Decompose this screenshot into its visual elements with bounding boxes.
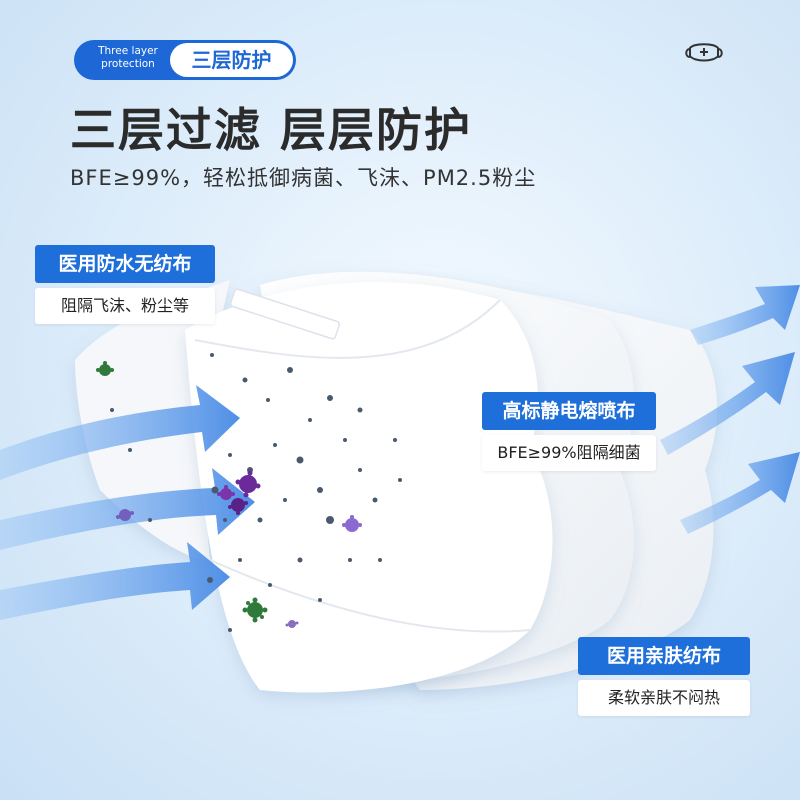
label-layer3-desc: 柔软亲肤不闷热 [578, 680, 750, 716]
page-title: 三层过滤 层层防护 [70, 103, 473, 157]
dust-particles [110, 353, 402, 632]
mask-layer-front [185, 282, 553, 693]
label-layer2-desc: BFE≥99%阻隔细菌 [482, 435, 656, 471]
tag-chinese-text: 三层防护 [191, 48, 272, 72]
label-layer1: 医用防水无纺布 阻隔飞沫、粉尘等 [35, 245, 215, 324]
flow-arrow-icon [0, 285, 800, 620]
tag-english-text: Three layer protection [98, 45, 158, 70]
label-layer3-title: 医用亲肤纺布 [578, 637, 750, 675]
label-layer2: 高标静电熔喷布 BFE≥99%阻隔细菌 [482, 392, 656, 471]
germ-icon [96, 361, 362, 628]
page-subtitle: BFE≥99%，轻松抵御病菌、飞沫、PM2.5粉尘 [70, 166, 537, 190]
label-layer2-title: 高标静电熔喷布 [482, 392, 656, 430]
label-layer1-desc: 阻隔飞沫、粉尘等 [35, 288, 215, 324]
mask-logo-icon [685, 43, 723, 62]
label-layer3: 医用亲肤纺布 柔软亲肤不闷热 [578, 637, 750, 716]
nose-strip [229, 288, 341, 340]
tag-chinese-pill [170, 43, 293, 77]
label-layer1-title: 医用防水无纺布 [35, 245, 215, 283]
